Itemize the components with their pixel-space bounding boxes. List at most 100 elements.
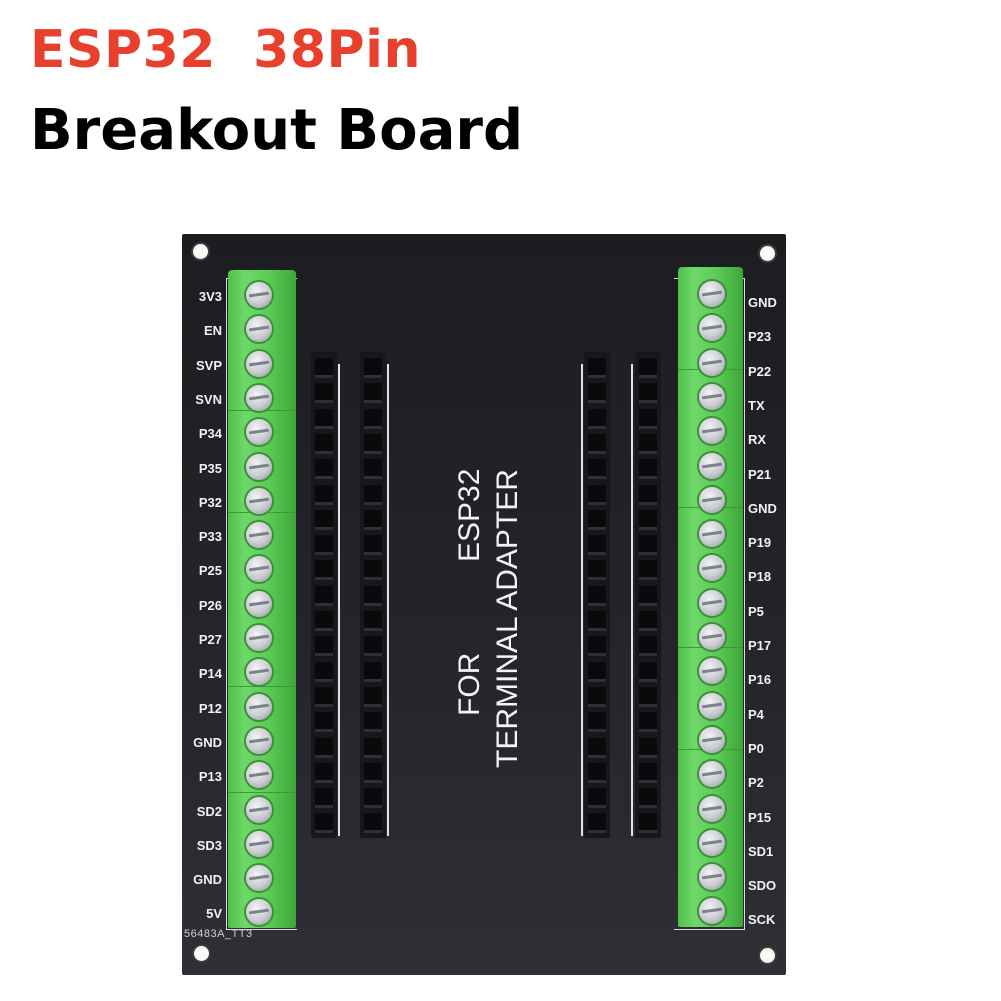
header-socket	[588, 408, 606, 426]
header-socket	[588, 358, 606, 375]
header-socket	[315, 459, 333, 477]
terminal-screw	[699, 418, 725, 445]
terminal-screw	[246, 384, 272, 411]
pin-label-left: SD2	[196, 803, 222, 819]
pin-label-right: GND	[748, 295, 777, 310]
header-socket	[588, 762, 606, 780]
header-socket	[364, 535, 382, 553]
header-socket	[364, 383, 382, 401]
pin-label-right: SD1	[748, 843, 774, 859]
pin-label-left: P26	[198, 597, 222, 613]
header-socket	[315, 712, 333, 730]
header-silk-line	[631, 364, 633, 836]
pin-label-left: 5V	[206, 906, 222, 922]
header-socket	[588, 433, 606, 451]
terminal-screw	[699, 761, 725, 788]
terminal-screw	[246, 487, 272, 514]
pin-label-left: P25	[198, 563, 222, 579]
header-socket	[364, 611, 382, 628]
mounting-hole-bottom-left	[194, 946, 209, 961]
terminal-screw	[246, 727, 272, 754]
header-socket	[639, 408, 657, 426]
header-socket	[639, 358, 657, 375]
terminal-screw	[699, 315, 725, 342]
terminal-screw	[699, 555, 725, 582]
pin-label-right: P5	[748, 603, 764, 619]
terminal-screw	[699, 864, 725, 891]
pin-label-right: P0	[748, 740, 764, 756]
header-socket	[639, 813, 657, 831]
silk-esp32: ESP32	[453, 468, 486, 562]
pin-label-right: RX	[748, 432, 767, 448]
pin-label-right: P18	[748, 569, 772, 585]
header-socket	[315, 484, 333, 502]
header-socket	[639, 509, 657, 527]
pcb-board: ESP32 FOR TERMINAL ADAPTER 56483A_TT3 3V…	[182, 234, 786, 975]
pin-label-right: P15	[748, 809, 772, 825]
header-socket	[364, 712, 382, 730]
terminal-screw	[246, 899, 272, 926]
terminal-screw	[246, 556, 272, 583]
terminal-screw	[246, 693, 272, 720]
header-socket	[639, 535, 657, 553]
header-socket	[588, 383, 606, 401]
header-socket	[364, 509, 382, 527]
header-socket	[364, 636, 382, 654]
pin-label-right: P4	[748, 706, 764, 722]
pin-label-left: P14	[198, 666, 222, 682]
terminal-screw	[699, 281, 725, 307]
terminal-screw	[699, 521, 725, 548]
header-socket	[588, 509, 606, 527]
header-socket	[315, 509, 333, 527]
terminal-screw	[699, 349, 725, 376]
header-socket	[639, 636, 657, 654]
header-silk-line	[338, 364, 340, 836]
pin-label-left: GND	[193, 734, 222, 750]
terminal-screw	[246, 282, 272, 308]
terminal-screw	[699, 658, 725, 685]
header-socket	[364, 433, 382, 451]
header-socket	[315, 788, 333, 806]
pin-label-left: P32	[198, 494, 222, 510]
header-socket	[639, 661, 657, 679]
product-title-type: Breakout Board	[30, 98, 524, 163]
header-silk-line	[387, 364, 389, 836]
pin-label-left: P27	[198, 632, 222, 647]
header-socket	[639, 585, 657, 603]
pin-label-left: SVN	[195, 391, 222, 407]
header-socket	[639, 686, 657, 704]
header-socket	[315, 661, 333, 679]
pin-label-left: EN	[203, 323, 222, 339]
terminal-screw	[699, 624, 725, 650]
terminal-screw	[699, 383, 725, 410]
pin-label-right: GND	[748, 500, 777, 516]
header-socket	[315, 358, 333, 375]
header-socket	[315, 383, 333, 401]
header-socket	[588, 788, 606, 806]
silk-terminal-adapter: TERMINAL ADAPTER	[491, 469, 524, 768]
pin-label-right: P17	[748, 638, 772, 653]
header-socket	[639, 737, 657, 755]
header-socket	[364, 585, 382, 603]
header-socket	[639, 762, 657, 780]
header-socket	[364, 762, 382, 780]
header-socket	[364, 813, 382, 831]
header-socket	[315, 535, 333, 553]
terminal-screw	[246, 419, 272, 446]
header-socket	[588, 585, 606, 603]
header-socket	[588, 459, 606, 477]
pin-label-left: 3V3	[198, 289, 222, 304]
pin-label-right: TX	[748, 397, 765, 413]
header-socket	[315, 636, 333, 654]
header-socket	[588, 712, 606, 730]
header-socket	[315, 585, 333, 603]
header-socket	[588, 737, 606, 755]
pin-label-left: P35	[198, 460, 222, 476]
header-socket	[588, 686, 606, 704]
terminal-screw	[246, 453, 272, 480]
header-socket	[588, 661, 606, 679]
pin-label-right: P22	[748, 363, 772, 379]
header-socket	[315, 762, 333, 780]
header-socket	[315, 433, 333, 451]
terminal-screw	[246, 522, 272, 549]
